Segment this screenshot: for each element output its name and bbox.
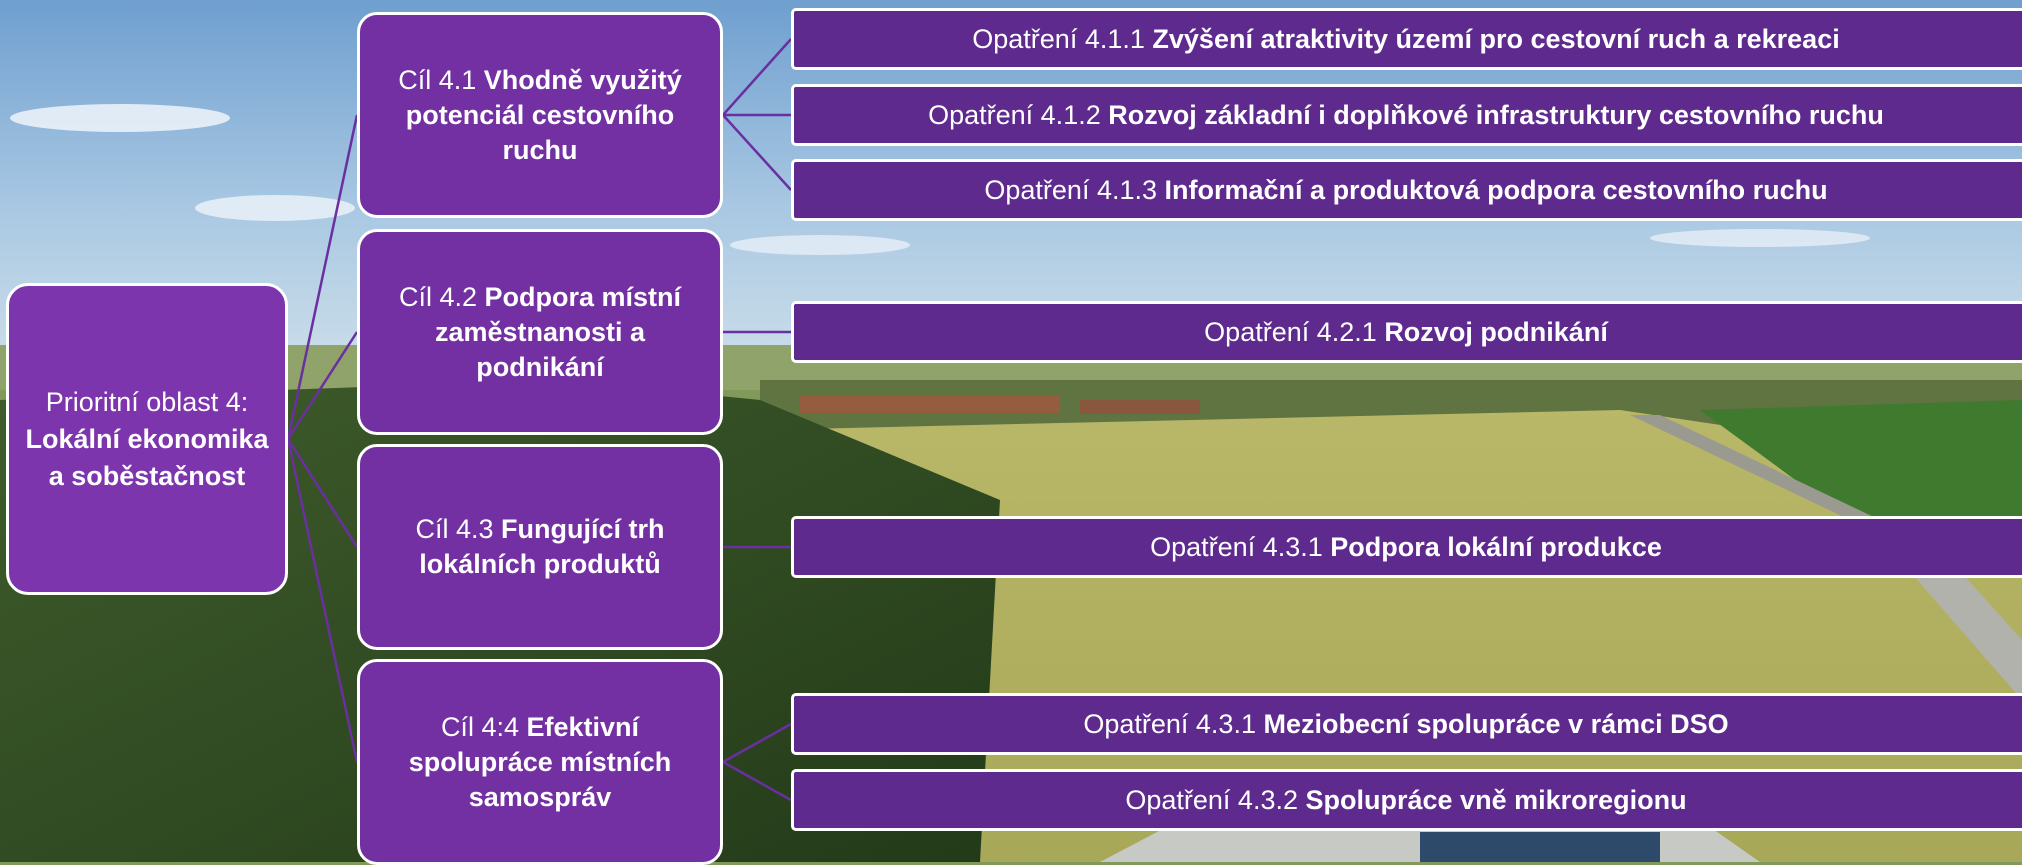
measure-prefix: Opatření 4.3.1 [1150,531,1323,562]
goal-prefix: Cíl 4:4 [440,711,519,742]
road [1630,415,1880,520]
cloud [10,104,230,132]
connector-goal-4-measure-2 [722,760,792,802]
goal-title: Vhodně využitý potenciál cestovního ruch… [405,64,682,165]
connector-goal-4-measure-1 [722,722,792,764]
measure-title: Zvýšení atraktivity území pro cestovní r… [1152,23,1840,54]
measure-node: Opatření 4.1.1 Zvýšení atraktivity území… [791,8,2022,70]
green-field [1700,400,2022,520]
cloud [730,235,910,255]
measure-title: Spolupráce vně mikroregionu [1305,784,1687,815]
red-roofs [1080,400,1200,414]
cloud [195,195,355,221]
goal-title: Fungující trh lokálních produktů [419,514,665,579]
priority-area-prefix: Prioritní oblast 4: [45,386,249,417]
connector-root-goal-1 [286,114,359,440]
measure-prefix: Opatření 4.2.1 [1204,316,1377,347]
road-right [1900,560,2022,700]
goal-node-4-1: Cíl 4.1 Vhodně využitý potenciál cestovn… [357,12,723,218]
measure-prefix: Opatření 4.1.2 [928,99,1101,130]
connector-goal-1-measure-1 [722,38,792,116]
red-roofs [800,395,1060,413]
measure-title: Meziobecní spolupráce v rámci DSO [1263,708,1729,739]
connector-root-goal-4 [286,438,359,763]
measure-node: Opatření 4.1.3 Informační a produktová p… [791,159,2022,221]
cloud [1650,229,1870,247]
goal-node-4-3: Cíl 4.3 Fungující trh lokálních produktů [357,444,723,650]
goal-prefix: Cíl 4.2 [398,281,477,312]
goal-prefix: Cíl 4.1 [398,64,477,95]
measure-prefix: Opatření 4.1.3 [984,174,1158,205]
measure-title: Informační a produktová podpora cestovní… [1164,174,1828,205]
priority-area-node: Prioritní oblast 4: Lokální ekonomika a … [6,283,288,595]
connector-goal-1-measure-3 [722,114,792,191]
measure-prefix: Opatření 4.1.1 [972,23,1145,54]
measure-node: Opatření 4.1.2 Rozvoj základní i doplňko… [791,84,2022,146]
measure-title: Podpora lokální produkce [1330,531,1662,562]
measure-prefix: Opatření 4.3.1 [1083,708,1256,739]
goal-node-4-2: Cíl 4.2 Podpora místní zaměstnanosti a p… [357,229,723,435]
measure-prefix: Opatření 4.3.2 [1125,784,1298,815]
measure-title: Rozvoj podnikání [1384,316,1608,347]
priority-area-title: Lokální ekonomika a soběstačnost [25,423,269,491]
solar-panels [1420,832,1660,862]
connector-root-goal-3 [286,438,359,548]
goal-prefix: Cíl 4.3 [415,514,494,544]
connector-root-goal-2 [286,331,359,440]
measure-node: Opatření 4.3.2 Spolupráce vně mikroregio… [791,769,2022,831]
measure-node: Opatření 4.2.1 Rozvoj podnikání [791,301,2022,363]
measure-node: Opatření 4.3.1 Meziobecní spolupráce v r… [791,693,2022,755]
measure-node: Opatření 4.3.1 Podpora lokální produkce [791,516,2022,578]
goal-title: Podpora místní zaměstnanosti a podnikání [434,281,682,382]
measure-title: Rozvoj základní i doplňkové infrastruktu… [1108,99,1884,130]
goal-node-4-4: Cíl 4:4 Efektivní spolupráce místních sa… [357,659,723,865]
goal-title: Efektivní spolupráce místních samospráv [408,711,672,812]
